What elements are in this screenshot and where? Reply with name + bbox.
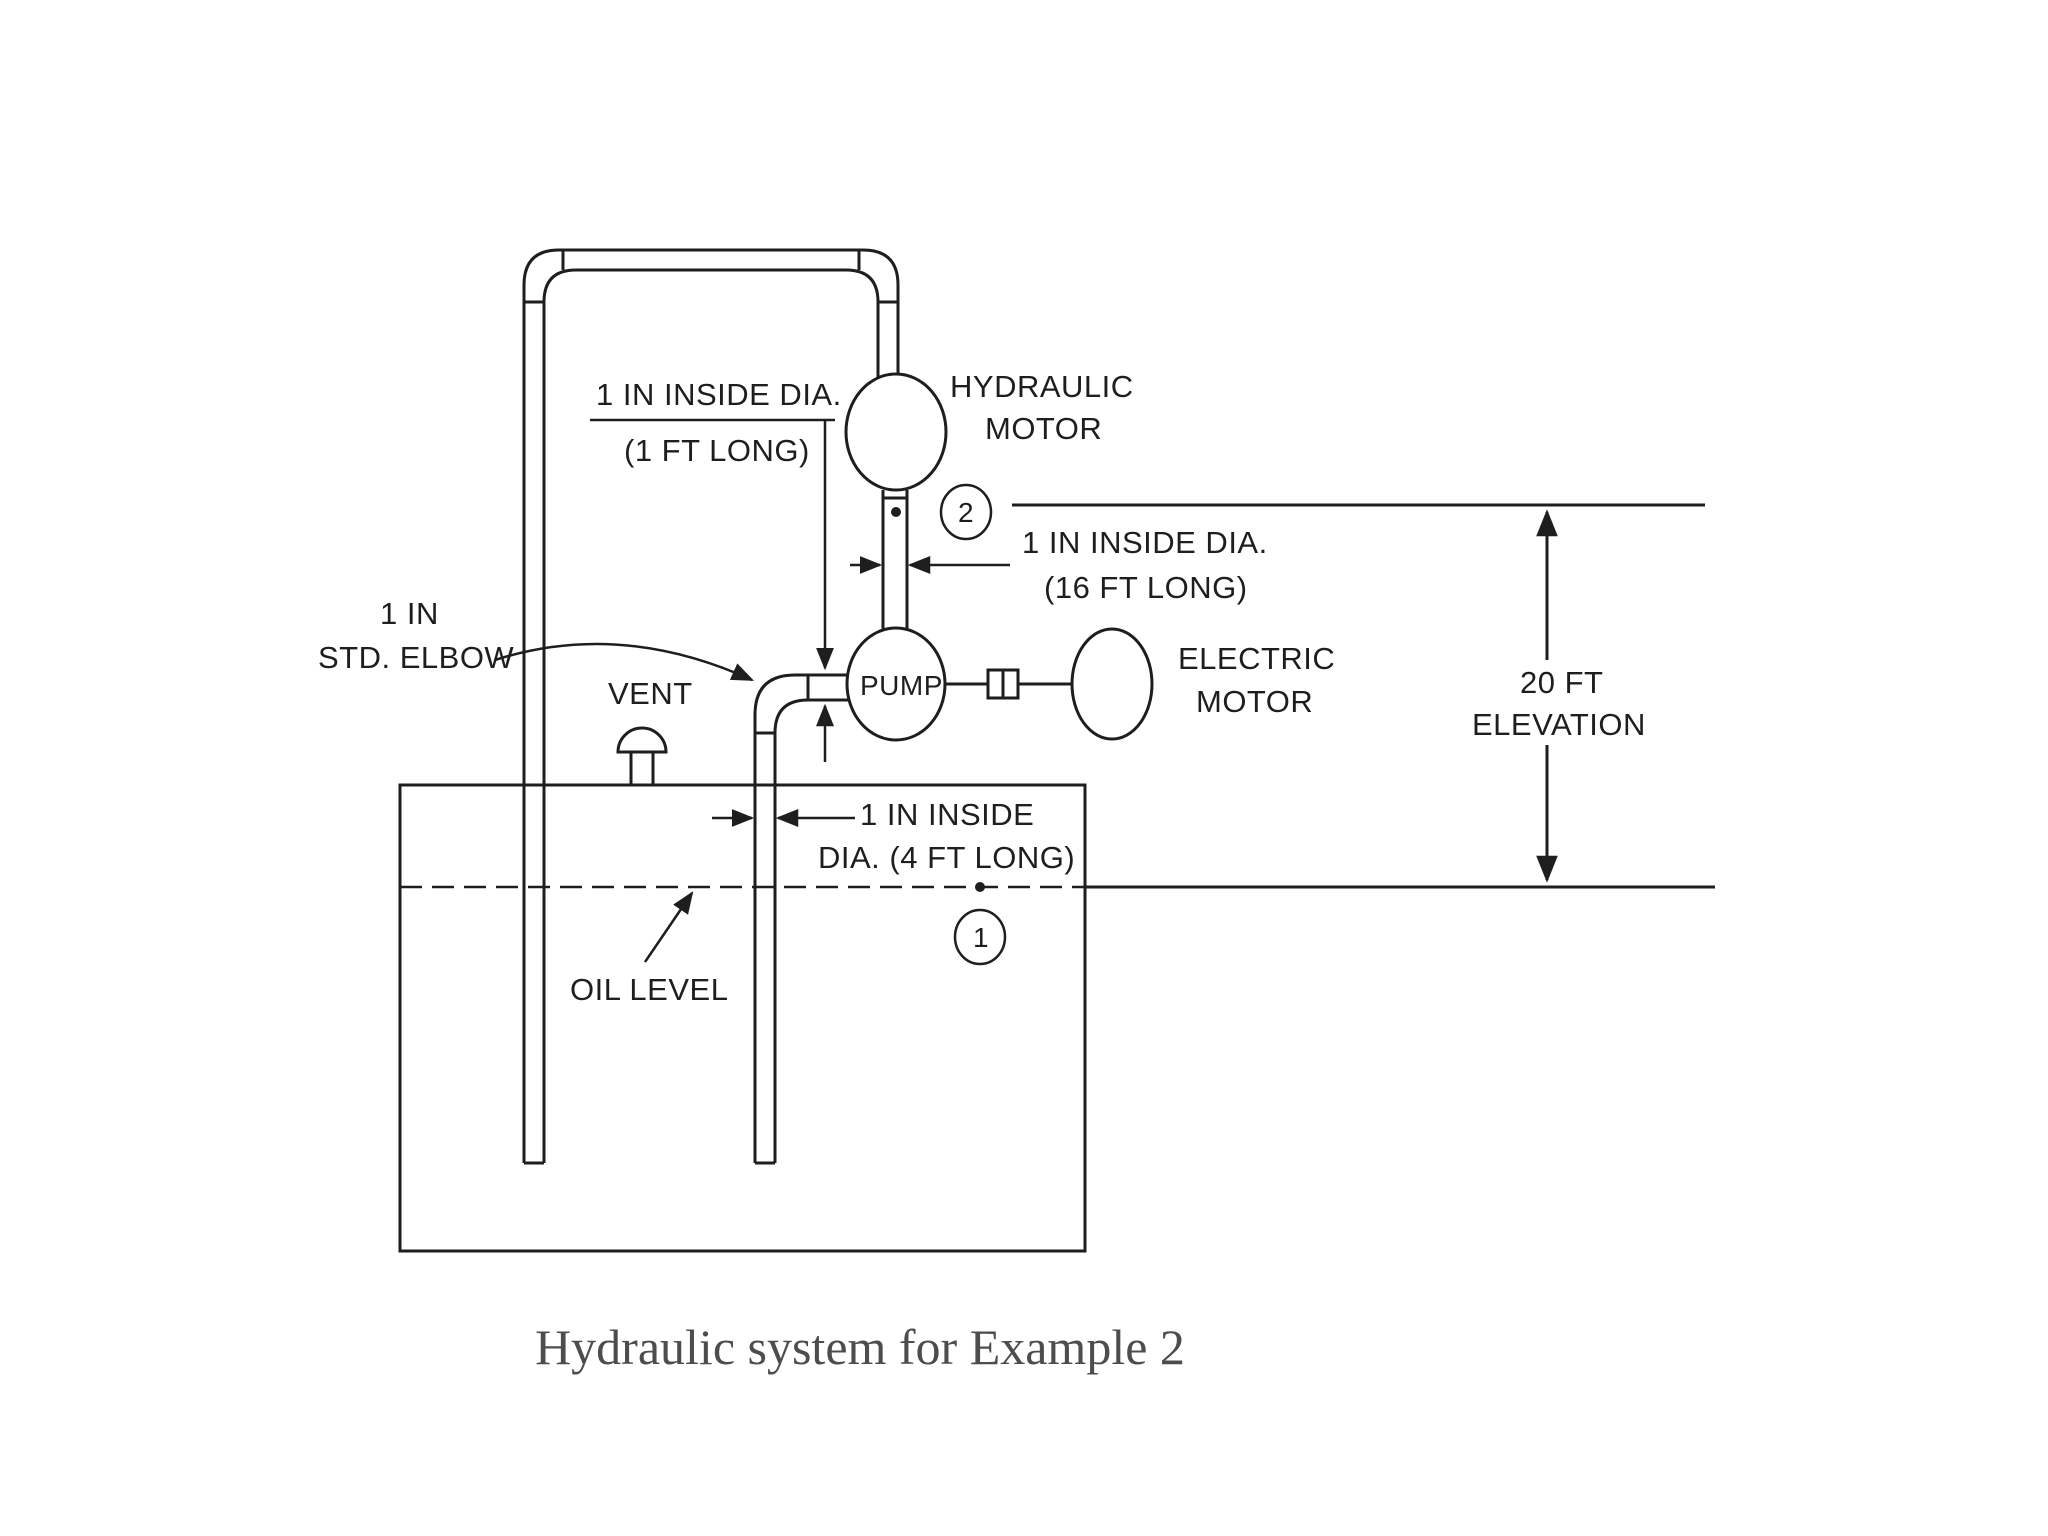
return-pipe [522, 248, 900, 1163]
vent-label: VENT [608, 676, 693, 711]
electric-motor [1070, 627, 1154, 741]
oil-level-label: OIL LEVEL [570, 972, 728, 1007]
point-2-circle [939, 483, 993, 541]
discharge-pipe [881, 490, 909, 629]
discharge-pipe-label-line2: (16 FT LONG) [1044, 570, 1248, 605]
electric-motor-label-line2: MOTOR [1196, 684, 1313, 719]
elbow-leader [494, 642, 755, 682]
point-2-dot [891, 507, 901, 517]
hydraulic-motor-label-line2: MOTOR [985, 411, 1102, 446]
vent-cap [616, 726, 668, 787]
point-1-dot [975, 882, 985, 892]
point-1-label: 1 [973, 922, 989, 953]
elbow-label-line1: 1 IN [380, 596, 439, 631]
elevation-label-line1: 20 FT [1520, 665, 1603, 700]
suction-pipe-label-line2: DIA. (4 FT LONG) [818, 840, 1075, 875]
discharge-pipe-label-line1: 1 IN INSIDE DIA. [1022, 525, 1268, 560]
figure-caption: Hydraulic system for Example 2 [535, 1319, 1185, 1375]
hydraulic-motor-label-line1: HYDRAULIC [950, 369, 1134, 404]
suction-pipe-label-line1: 1 IN INSIDE [860, 797, 1034, 832]
oil-tank [398, 783, 1087, 1253]
pump-label: PUMP [860, 670, 943, 701]
elevation-label-line2: ELEVATION [1472, 707, 1646, 742]
hydraulic-motor [844, 372, 948, 492]
point-2-label: 2 [958, 497, 974, 528]
electric-motor-label-line1: ELECTRIC [1178, 641, 1335, 676]
elbow-label-line2: STD. ELBOW [318, 640, 514, 675]
top-pipe-label-line1: 1 IN INSIDE DIA. [596, 377, 842, 412]
point-1-circle [953, 908, 1007, 966]
top-pipe-label-line2: (1 FT LONG) [624, 433, 810, 468]
suction-pipe [753, 673, 848, 1163]
oil-level-leader [643, 891, 694, 963]
